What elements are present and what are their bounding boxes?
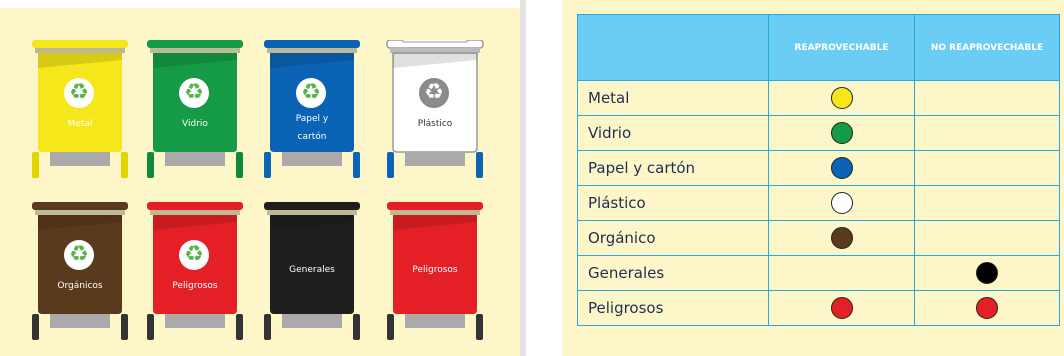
- color-dot: [830, 157, 853, 179]
- recycle-icon: ♻: [296, 78, 326, 108]
- table-header-row: REAPROVECHABLE NO REAPROVECHABLE: [577, 14, 1060, 81]
- bin-2: ♻ Vidrio: [145, 38, 245, 186]
- panel-divider: [520, 0, 526, 356]
- bin-1: ♻ Metal: [30, 38, 130, 186]
- bin-5: ♻ Orgánicos: [30, 200, 130, 348]
- no-reaprovechable-cell: [914, 290, 1060, 326]
- reaprovechable-cell: [768, 80, 915, 116]
- bin-label: Plástico: [417, 119, 453, 129]
- bin-graphic: [387, 200, 483, 340]
- bin-6: ♻ Peligrosos: [145, 200, 245, 348]
- no-reaprovechable-cell: [914, 185, 1060, 221]
- recycle-icon: ♻: [179, 78, 209, 108]
- bin-graphic: [147, 200, 243, 340]
- bin-graphic: [386, 37, 484, 178]
- material-cell: Metal: [577, 80, 769, 116]
- reaprovechable-cell: [768, 150, 915, 186]
- bin-graphic: [32, 38, 128, 178]
- recycle-icon: ♻: [419, 78, 449, 108]
- bin-graphic: [32, 200, 128, 340]
- recycle-icon: ♻: [179, 240, 209, 270]
- bin-label: Vidrio: [182, 119, 208, 129]
- no-reaprovechable-cell: [914, 80, 1060, 116]
- bin-label: Peligrosos: [172, 281, 218, 291]
- header-no-reaprovechable: NO REAPROVECHABLE: [914, 14, 1060, 81]
- material-cell: Vidrio: [577, 115, 769, 151]
- no-reaprovechable-cell: [914, 150, 1060, 186]
- table-row: Vidrio: [577, 115, 1060, 151]
- recycle-icon: ♻: [64, 78, 94, 108]
- bin-label: Orgánicos: [57, 281, 103, 291]
- reaprovechable-cell: [768, 115, 915, 151]
- material-cell: Peligrosos: [577, 290, 769, 326]
- recycle-icon: ♻: [64, 240, 94, 270]
- bin-label: Generales: [289, 265, 335, 275]
- material-cell: Generales: [577, 255, 769, 291]
- table-row: Metal: [577, 80, 1060, 116]
- reaprovechable-cell: [768, 255, 915, 291]
- reaprovechable-cell: [768, 185, 915, 221]
- header-material: [577, 14, 769, 81]
- reaprovechable-cell: [768, 220, 915, 256]
- material-cell: Plástico: [577, 185, 769, 221]
- no-reaprovechable-cell: [914, 255, 1060, 291]
- no-reaprovechable-cell: [914, 220, 1060, 256]
- material-cell: Papel y cartón: [577, 150, 769, 186]
- bin-label: Papel y cartón: [295, 114, 329, 142]
- color-dot: [976, 262, 998, 284]
- bin-3: ♻ Papel y cartón: [262, 38, 362, 186]
- header-reaprovechable: REAPROVECHABLE: [768, 14, 915, 81]
- table-row: Orgánico: [577, 220, 1060, 256]
- table-row: Generales: [577, 255, 1060, 291]
- color-dot: [830, 297, 853, 319]
- no-reaprovechable-cell: [914, 115, 1060, 151]
- material-cell: Orgánico: [577, 220, 769, 256]
- table-row: Papel y cartón: [577, 150, 1060, 186]
- bin-graphic: [264, 200, 360, 340]
- bin-graphic: [147, 38, 243, 178]
- color-dot: [830, 192, 853, 214]
- color-dot: [830, 122, 853, 144]
- reaprovechable-cell: [768, 290, 915, 326]
- color-dot: [830, 227, 853, 249]
- bin-7: Generales: [262, 200, 362, 348]
- bin-4: ♻ Plástico: [385, 37, 485, 186]
- color-dot: [976, 297, 998, 319]
- table-row: Peligrosos: [577, 290, 1060, 326]
- bin-label: Peligrosos: [412, 265, 458, 275]
- table-row: Plástico: [577, 185, 1060, 221]
- bin-8: Peligrosos: [385, 200, 485, 348]
- bin-label: Metal: [67, 119, 93, 129]
- color-dot: [830, 87, 853, 109]
